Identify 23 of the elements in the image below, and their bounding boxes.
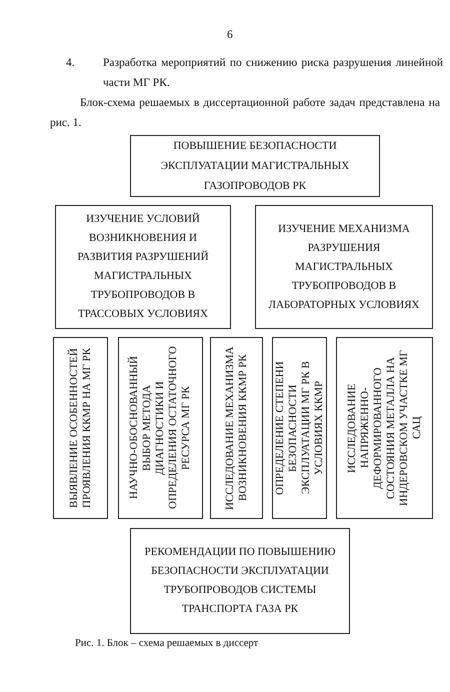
box-text: ИССЛЕДОВАНИЕ МЕХАНИЗМА ВОЗНИКНОВЕНИЯ ККМР РК: [224, 345, 250, 512]
box-text: ОПРЕДЕЛЕНИЕ СТЕПЕНИ БЕЗОПАСНОСТИ ЭКСПЛУАТАЦИИ МГ РК В УСЛОВИЯХ ККМР: [274, 360, 326, 497]
process-box: [255, 205, 433, 329]
figure-caption: Рис. 1. Блок – схема решаемых в диссерт: [75, 637, 258, 651]
process-box: [130, 528, 350, 634]
list-number: 4.: [66, 56, 76, 71]
process-box: [130, 135, 380, 197]
process-box: [53, 337, 108, 519]
process-box: [210, 337, 263, 519]
box-text: НАУЧНО-ОБОСНОВАННЫЙ ВЫБОР МЕТОДА ДИАГНОСТИКИ И ОПРЕДЕЛЕНИЯ ОСТАТОЧНОГО РЕСУРСА МГ РК: [128, 346, 193, 512]
process-box: [118, 337, 203, 519]
box-text: ИЗУЧЕНИЕ УСЛОВИЙ ВОЗНИКНОВЕНИЯ И РАЗВИТИЯ РАЗРУШЕНИЙ МАГИСТРАЛЬНЫХ ТРУБОПРОВОДОВ В ТРАССОВЫХ УСЛОВИЯХ: [76, 212, 210, 322]
process-box: [55, 205, 231, 329]
box-text: ПОВЫШЕНИЕ БЕЗОПАСНОСТИ ЭКСПЛУАТАЦИИ МАГИСТРАЛЬНЫХ ГАЗОПРОВОДОВ РК: [160, 139, 350, 194]
box-text: ИЗУЧЕНИЕ МЕХАНИЗМА РАЗРУШЕНИЯ МАГИСТРАЛЬНЫХ ТРУБОПРОВОДОВ В ЛАБОРАТОРНЫХ УСЛОВИЯХ: [268, 222, 420, 312]
page-number: 6: [227, 28, 234, 43]
paragraph: Разработка мероприятий по снижению риска разрушения линейной части МГ РК.: [103, 56, 443, 91]
box-text: ИССЛЕДОВАНИЕ НАПРЯЖЕННО-ДЕФОРМИРОВАННОГО СОСТОЯНИЯ МЕТАЛЛА НА ИНДЕРОВСКОМ УЧАСТКЕ МГ САЦ: [346, 349, 424, 508]
box-text: ВЫЯВЛЕНИЕ ОСОБЕННОСТЕЙ ПРОЯВЛЕНИЯ ККМР НА МГ РК: [68, 346, 94, 510]
process-box: [272, 337, 327, 519]
paragraph: Блок-схема решаемых в диссертационной работе задач представлена на рис. 1.: [50, 96, 440, 131]
process-box: [336, 337, 433, 519]
box-text: РЕКОМЕНДАЦИИ ПО ПОВЫШЕНИЮ БЕЗОПАСНОСТИ ЭКСПЛУАТАЦИИ ТРУБОПРОВОДОВ СИСТЕМЫ ТРАНСПОРТА ГАЗА РК: [144, 545, 336, 617]
